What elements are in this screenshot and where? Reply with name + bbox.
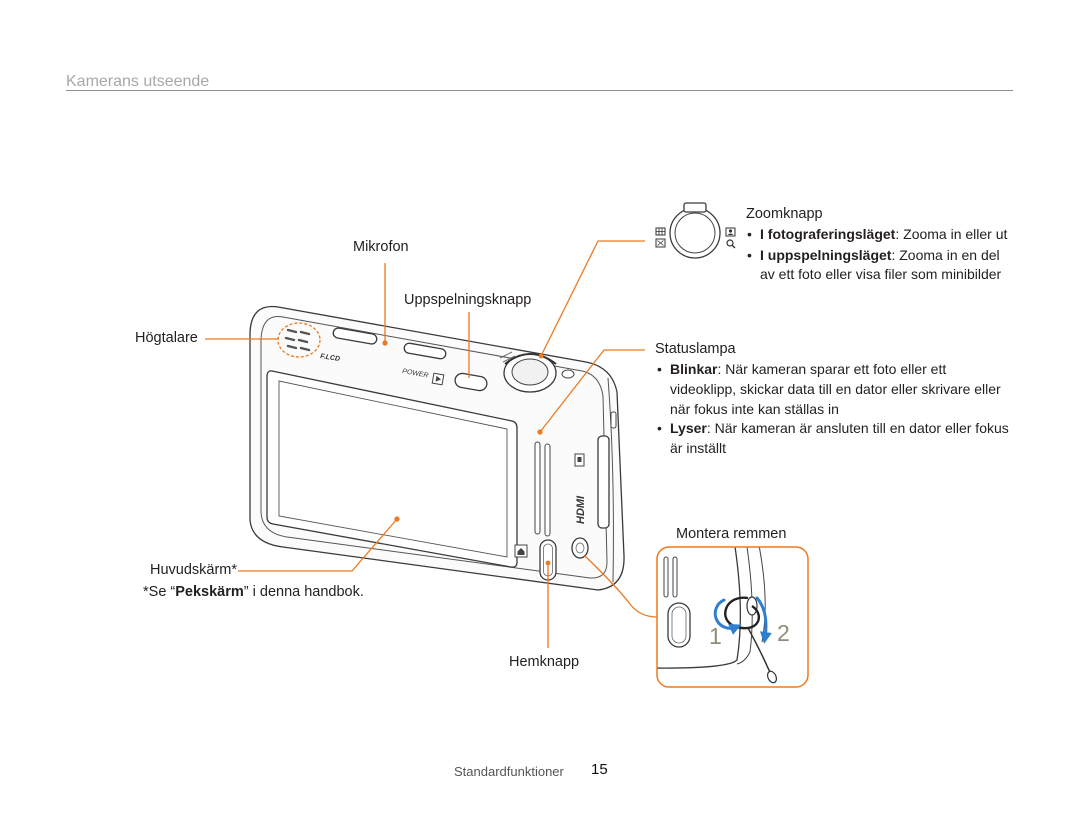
page-title: Kamerans utseende (66, 73, 210, 90)
strap-inset-frame (656, 546, 809, 688)
power-marking: POWER (402, 368, 429, 379)
battery-door-icon (574, 453, 585, 467)
playback-button (454, 372, 488, 392)
status-bullet-lit: Lyser: När kameran är ansluten till en d… (657, 420, 1009, 437)
strap-step-2: 2 (777, 620, 790, 646)
power-button (403, 342, 447, 360)
label-playback: Uppspelningsknapp (404, 292, 532, 308)
lcd-marking: F.LCD (320, 353, 341, 363)
inset-arrow-2 (755, 596, 772, 644)
inset-cord (747, 627, 772, 675)
status-bullet-blinking-cont-2: när fokus inte kan ställas in (670, 401, 839, 417)
inset-cord-tip (766, 670, 778, 684)
speaker-grill (284, 328, 311, 352)
inset-strap-loop (724, 596, 761, 630)
front-grill-1 (534, 441, 541, 535)
strap-lug-hole (575, 542, 585, 554)
status-bullet-blinking: Blinkar: När kameran sparar ett foto ell… (657, 361, 946, 378)
label-strap: Montera remmen (676, 526, 787, 542)
strap-lug (571, 537, 589, 559)
label-zoom: Zoomknapp (746, 206, 823, 222)
side-switch (610, 411, 617, 429)
strap-inset: 1 2 (656, 546, 809, 688)
leader-status-lamp (539, 349, 645, 433)
zoom-bullet-playback: I uppspelningsläget: Zooma in en del (747, 247, 1000, 264)
inset-arrow-1 (713, 598, 742, 635)
home-button-point (545, 560, 551, 566)
inset-slot-2 (672, 556, 678, 598)
slideshow-icon (655, 238, 666, 248)
footer-section: Standardfunktioner (454, 764, 564, 779)
label-main-screen: Huvudskärm* (150, 562, 238, 578)
zoom-bullet-playback-cont: av ett foto eller visa filer som minibil… (760, 266, 1002, 282)
side-edge (607, 377, 614, 583)
portrait-icon (725, 227, 736, 237)
inset-home-button (667, 602, 691, 648)
footnote: *Se “Pekskärm” i denna handbok. (143, 584, 364, 600)
speaker-highlight (277, 322, 321, 358)
label-home: Hemknapp (509, 654, 580, 670)
port-cover (597, 435, 610, 529)
shutter-zoom-button (499, 351, 557, 393)
zoom-bullet-shooting: I fotograferingsläget: Zooma in eller ut (747, 226, 1007, 243)
magnifier-icon (726, 239, 736, 249)
leader-strap (583, 554, 658, 618)
main-screen-frame (266, 370, 518, 568)
leader-main-screen (238, 518, 398, 572)
inset-body-edge (657, 547, 742, 669)
label-status-lamp: Statuslampa (655, 341, 736, 357)
callout-lines (205, 240, 658, 648)
inset-slot-1 (663, 556, 669, 598)
label-speaker: Högtalare (135, 330, 198, 346)
top-slot-left (332, 327, 378, 345)
top-right-bump (561, 369, 575, 379)
playback-icon (431, 372, 445, 386)
status-bullet-blinking-cont-1: videoklipp, skickar data till en dator e… (670, 381, 1001, 397)
title-rule (66, 90, 1013, 91)
zoom-lever-diagram (655, 202, 736, 259)
leader-zoom (540, 240, 645, 357)
page-number: 15 (591, 761, 608, 778)
home-icon (514, 544, 528, 558)
front-bezel-edge (260, 315, 608, 579)
front-grill-2 (544, 443, 551, 537)
strap-step-1: 1 (709, 623, 722, 649)
thumbnail-grid-icon (655, 227, 666, 236)
status-bullet-lit-cont: är inställt (670, 440, 727, 456)
main-screen-glass (278, 380, 508, 558)
hdmi-logo: HDMI (575, 495, 587, 524)
label-microphone: Mikrofon (353, 239, 409, 255)
